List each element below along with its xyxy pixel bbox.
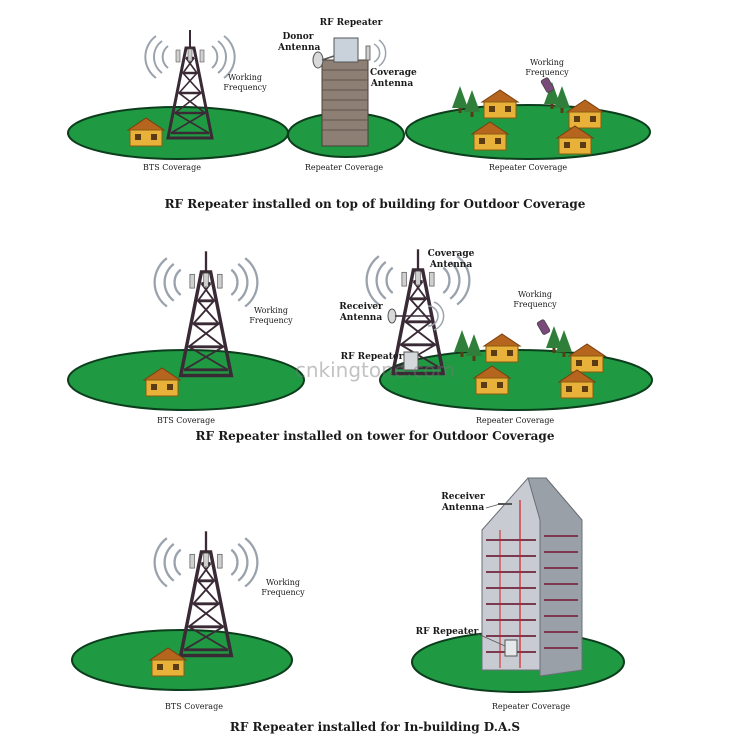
- receiver-antenna-icon: [387, 301, 445, 331]
- phone-icon: [536, 318, 551, 336]
- repeater-coverage-label: Repeater Coverage: [304, 163, 384, 172]
- rf-repeater-label: RF Repeater: [319, 18, 383, 28]
- bts-coverage-label: BTS Coverage: [165, 702, 223, 711]
- repeater-coverage-label: Repeater Coverage: [488, 163, 568, 172]
- receiver-antenna-label: Receiver Antenna: [441, 492, 485, 513]
- highrise-building-icon: [481, 477, 583, 677]
- receiver-antenna-leader-line: [485, 503, 501, 509]
- bts-coverage-label: BTS Coverage: [143, 163, 201, 172]
- coverage-antenna-icon: [365, 39, 387, 67]
- rf-repeater-box-icon: [403, 351, 419, 371]
- caption-top-of-building: RF Repeater installed on top of building…: [164, 197, 586, 211]
- rf-repeater-label: RF Repeater: [340, 352, 404, 362]
- working-frequency-label: Working Frequency: [525, 58, 569, 77]
- rf-repeater-label: RF Repeater: [415, 627, 479, 637]
- watermark: cnkingtone.com: [294, 358, 456, 382]
- coverage-antenna-label: Coverage Antenna: [370, 68, 417, 89]
- donor-antenna-label: Donor Antenna: [278, 32, 321, 53]
- caption-on-tower: RF Repeater installed on tower for Outdo…: [195, 429, 555, 443]
- working-frequency-label: Working Frequency: [261, 578, 305, 597]
- receiver-antenna-label: Receiver Antenna: [339, 302, 383, 323]
- donor-antenna-icon: [312, 51, 335, 69]
- caption-in-building-das: RF Repeater installed for In-building D.…: [229, 720, 521, 734]
- repeater-coverage-label: Repeater Coverage: [475, 416, 555, 425]
- rf-repeater-leader-line: [477, 633, 506, 647]
- working-frequency-label: Working Frequency: [513, 290, 557, 309]
- repeater-coverage-ground-right: [405, 104, 651, 160]
- working-frequency-label: Working Frequency: [223, 73, 267, 92]
- office-building-icon: [321, 37, 369, 147]
- bts-coverage-label: BTS Coverage: [157, 416, 215, 425]
- working-frequency-label: Working Frequency: [249, 306, 293, 325]
- coverage-antenna-label: Coverage Antenna: [427, 249, 475, 270]
- repeater-coverage-label: Repeater Coverage: [491, 702, 571, 711]
- phone-icon: [540, 76, 555, 94]
